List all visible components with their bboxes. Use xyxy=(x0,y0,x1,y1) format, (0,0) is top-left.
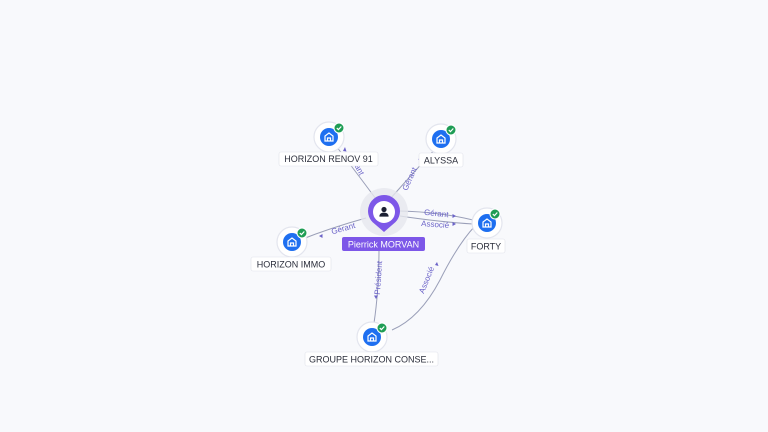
arrow-forty-gerant xyxy=(452,214,456,218)
arrow-groupe xyxy=(374,295,378,299)
svg-text:HORIZON RENOV 91: HORIZON RENOV 91 xyxy=(284,154,373,164)
edge-person-groupe xyxy=(373,247,380,324)
person-node[interactable] xyxy=(360,188,408,236)
person-icon xyxy=(379,206,389,217)
arrow-forty-associe xyxy=(452,222,456,226)
node-label-renov: HORIZON RENOV 91 xyxy=(278,151,379,167)
svg-text:Pierrick MORVAN: Pierrick MORVAN xyxy=(348,240,419,250)
edge-groupe-forty xyxy=(391,225,476,331)
verified-check-icon xyxy=(296,227,308,239)
arrow-immo xyxy=(319,234,323,238)
edge-label-immo: Gérant xyxy=(330,221,357,237)
edge-label-groupe: Président xyxy=(373,260,384,295)
company-node-immo[interactable] xyxy=(276,226,308,258)
company-node-forty[interactable] xyxy=(471,207,503,239)
building-icon xyxy=(436,134,446,144)
svg-text:FORTY: FORTY xyxy=(471,242,501,252)
svg-text:GROUPE HORIZON CONSE...: GROUPE HORIZON CONSE... xyxy=(309,355,434,365)
verified-check-icon xyxy=(333,122,345,134)
edge-label-alyssa: Gérant xyxy=(401,165,419,192)
verified-check-icon xyxy=(376,322,388,334)
node-label-forty: FORTY xyxy=(466,238,506,254)
node-label-immo: HORIZON IMMO xyxy=(250,256,332,272)
arrow-groupe-forty xyxy=(435,262,439,266)
arrow-renov xyxy=(343,147,347,152)
person-label: Pierrick MORVAN xyxy=(342,237,425,251)
node-label-alyssa: ALYSSA xyxy=(418,152,464,168)
building-icon xyxy=(482,218,492,228)
edge-label-groupe-forty: Associé xyxy=(417,265,436,295)
svg-text:ALYSSA: ALYSSA xyxy=(424,156,458,166)
building-icon xyxy=(324,132,334,142)
node-label-groupe: GROUPE HORIZON CONSE... xyxy=(304,351,439,367)
company-node-alyssa[interactable] xyxy=(425,123,457,155)
building-icon xyxy=(367,332,377,342)
building-icon xyxy=(287,237,297,247)
verified-check-icon xyxy=(489,208,501,220)
company-node-groupe[interactable] xyxy=(356,321,388,353)
company-node-renov[interactable] xyxy=(313,121,345,153)
edges-layer: Gérant Gérant Gérant Gérant Associé Prés… xyxy=(299,141,476,331)
edge-label-forty-gerant: Gérant xyxy=(424,208,450,220)
edge-label-forty-associe: Associé xyxy=(421,219,450,230)
verified-check-icon xyxy=(445,124,457,136)
svg-text:HORIZON IMMO: HORIZON IMMO xyxy=(257,260,326,270)
